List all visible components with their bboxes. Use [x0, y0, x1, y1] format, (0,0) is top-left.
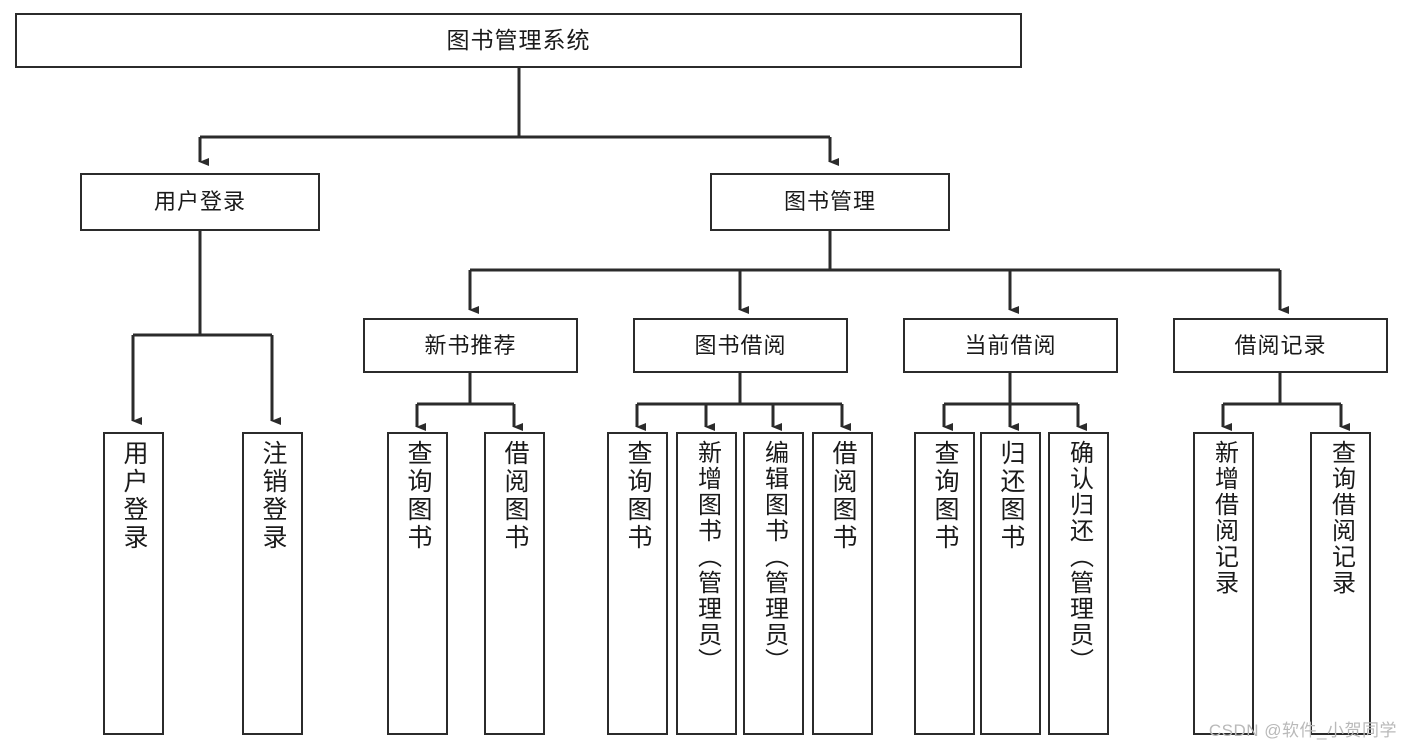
node-borrow-records-label: 借阅记录	[1234, 332, 1327, 358]
leaf-borrow-query-book-label: 查询图书	[624, 440, 652, 552]
leaf-current-query-book[interactable]: 查询图书	[914, 432, 975, 735]
leaf-new-book-borrow[interactable]: 借阅图书	[484, 432, 545, 735]
node-user-login[interactable]: 用户登录	[80, 173, 320, 231]
leaf-current-query-book-label: 查询图书	[931, 440, 959, 552]
leaf-records-query-record-label: 查询借阅记录	[1327, 440, 1355, 596]
node-root-system-label: 图书管理系统	[446, 26, 591, 53]
leaf-records-add-record[interactable]: 新增借阅记录	[1193, 432, 1254, 735]
leaf-new-book-query-label: 查询图书	[404, 440, 432, 552]
node-book-borrow[interactable]: 图书借阅	[633, 318, 848, 373]
leaf-user-login-signout[interactable]: 注销登录	[242, 432, 303, 735]
leaf-borrow-borrow-book-label: 借阅图书	[829, 440, 857, 552]
leaf-borrow-query-book[interactable]: 查询图书	[607, 432, 668, 735]
node-user-login-label: 用户登录	[153, 189, 246, 215]
leaf-user-login-signout-label: 注销登录	[259, 440, 287, 552]
leaf-borrow-borrow-book[interactable]: 借阅图书	[812, 432, 873, 735]
leaf-borrow-add-book-admin[interactable]: 新增图书（管理员）	[676, 432, 737, 735]
node-book-management[interactable]: 图书管理	[710, 173, 950, 231]
node-new-book-recommend[interactable]: 新书推荐	[363, 318, 578, 373]
node-new-book-recommend-label: 新书推荐	[424, 332, 517, 358]
leaf-current-return-book-label: 归还图书	[997, 440, 1025, 552]
leaf-borrow-edit-book-admin-label: 编辑图书（管理员）	[760, 440, 788, 674]
leaf-current-confirm-return-admin[interactable]: 确认归还（管理员）	[1048, 432, 1109, 735]
leaf-new-book-query[interactable]: 查询图书	[387, 432, 448, 735]
leaf-user-login-signin-label: 用户登录	[120, 440, 148, 552]
node-book-management-label: 图书管理	[783, 189, 876, 215]
leaf-current-return-book[interactable]: 归还图书	[980, 432, 1041, 735]
leaf-new-book-borrow-label: 借阅图书	[501, 440, 529, 552]
leaf-current-confirm-return-admin-label: 确认归还（管理员）	[1065, 440, 1093, 674]
node-current-borrow[interactable]: 当前借阅	[903, 318, 1118, 373]
leaf-user-login-signin[interactable]: 用户登录	[103, 432, 164, 735]
node-root-system[interactable]: 图书管理系统	[15, 13, 1022, 68]
node-borrow-records[interactable]: 借阅记录	[1173, 318, 1388, 373]
node-book-borrow-label: 图书借阅	[694, 332, 787, 358]
leaf-records-add-record-label: 新增借阅记录	[1210, 440, 1238, 596]
leaf-borrow-add-book-admin-label: 新增图书（管理员）	[693, 440, 721, 674]
leaf-records-query-record[interactable]: 查询借阅记录	[1310, 432, 1371, 735]
node-current-borrow-label: 当前借阅	[964, 332, 1057, 358]
leaf-borrow-edit-book-admin[interactable]: 编辑图书（管理员）	[743, 432, 804, 735]
watermark-text: CSDN @软件_小贺同学	[1208, 721, 1397, 740]
